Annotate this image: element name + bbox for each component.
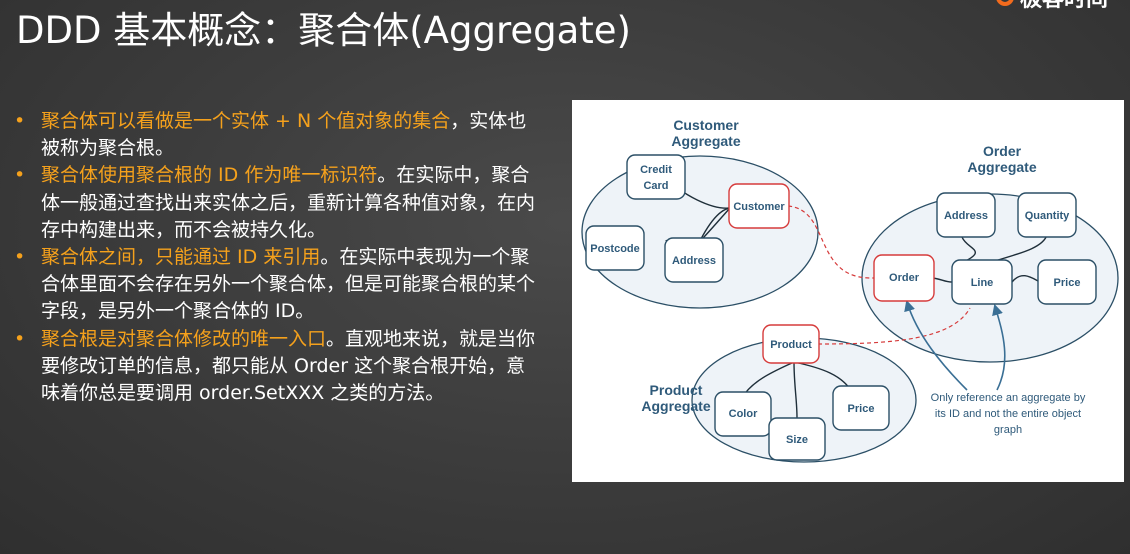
bullet-item: 聚合体可以看做是一个实体 + N 个值对象的集合，实体也被称为聚合根。 <box>14 108 544 162</box>
order-aggregate-label: Order <box>983 143 1022 159</box>
bullet-text: ，实体也被称为聚合根。 <box>41 110 527 160</box>
bullet-item: 聚合体使用聚合根的 ID 作为唯一标识符。在实际中，聚合体一般通过查找出来实体之… <box>14 162 544 244</box>
svg-text:Card: Card <box>643 180 668 192</box>
slide-title: DDD 基本概念：聚合体(Aggregate) <box>16 9 631 52</box>
order-address-node: Address <box>936 192 996 238</box>
customer-aggregate-label: Customer <box>673 117 739 133</box>
svg-text:Postcode: Postcode <box>590 243 640 255</box>
svg-text:Size: Size <box>786 434 808 446</box>
note-arrow-line <box>992 303 1006 391</box>
bullet-highlight: 聚合体之间，只能通过 ID 来引用 <box>41 246 321 269</box>
svg-text:Credit: Credit <box>640 164 672 176</box>
postcode-node: Postcode <box>585 225 645 271</box>
svg-text:Price: Price <box>1054 277 1081 289</box>
customer-aggregate-label: Aggregate <box>671 133 740 149</box>
aggregate-diagram: Customer Aggregate Order Aggregate Produ… <box>572 100 1124 482</box>
brand-logo-text: 极客时间 <box>1020 0 1108 13</box>
svg-text:Price: Price <box>848 403 875 415</box>
bullet-highlight: 聚合体使用聚合根的 ID 作为唯一标识符 <box>41 164 378 187</box>
bullet-item: 聚合根是对聚合体修改的唯一入口。直观地来说，就是当你要修改订单的信息，都只能从 … <box>14 326 544 408</box>
order-root-node: Order <box>873 254 935 302</box>
product-root-node: Product <box>762 324 820 364</box>
reference-note: graph <box>994 424 1022 436</box>
size-node: Size <box>768 417 826 461</box>
customer-address-node: Address <box>664 237 724 283</box>
aggregate-diagram-svg: Customer Aggregate Order Aggregate Produ… <box>581 117 1119 463</box>
svg-text:Product: Product <box>770 339 812 351</box>
order-aggregate-label: Aggregate <box>967 159 1036 175</box>
note-arrow-order <box>904 299 968 391</box>
line-node: Line <box>951 259 1013 305</box>
product-price-node: Price <box>832 385 890 431</box>
svg-text:Color: Color <box>729 408 758 420</box>
product-aggregate-label: Product <box>650 382 703 398</box>
customer-root-node: Customer <box>728 183 790 229</box>
svg-text:Address: Address <box>944 210 988 222</box>
reference-customer-order <box>787 205 875 279</box>
svg-text:Quantity: Quantity <box>1025 210 1070 222</box>
brand-logo: 极客时间 <box>995 0 1108 12</box>
bullet-text: 。在实际中表现为一个聚合体里面不会存在另外一个聚合体，但是可能聚合根的某个字段，… <box>41 246 536 323</box>
quantity-node: Quantity <box>1017 192 1077 238</box>
product-aggregate-label: Aggregate <box>641 398 710 414</box>
brand-logo-icon <box>995 0 1014 6</box>
reference-note: its ID and not the entire object <box>935 408 1081 420</box>
svg-text:Line: Line <box>971 277 994 289</box>
bullet-list: 聚合体可以看做是一个实体 + N 个值对象的集合，实体也被称为聚合根。 聚合体使… <box>14 108 544 407</box>
bullet-text: 。在实际中，聚合体一般通过查找出来实体之后，重新计算各种值对象，在内存中构建出来… <box>41 164 536 241</box>
credit-card-node: Credit Card <box>626 154 686 200</box>
order-price-node: Price <box>1037 259 1097 305</box>
reference-product-line <box>817 307 971 345</box>
svg-text:Order: Order <box>889 272 920 284</box>
bullet-highlight: 聚合根是对聚合体修改的唯一入口 <box>41 327 327 350</box>
svg-text:Customer: Customer <box>733 201 785 213</box>
bullet-highlight: 聚合体可以看做是一个实体 + N 个值对象的集合 <box>41 110 451 132</box>
color-node: Color <box>714 391 772 437</box>
bullet-text: 。直观地来说，就是当你要修改订单的信息，都只能从 Order 这个聚合根开始，意… <box>41 327 536 405</box>
link-product-size <box>793 361 798 419</box>
svg-text:Address: Address <box>672 255 716 267</box>
bullet-item: 聚合体之间，只能通过 ID 来引用。在实际中表现为一个聚合体里面不会存在另外一个… <box>14 244 544 326</box>
reference-note: Only reference an aggregate by <box>931 392 1086 404</box>
